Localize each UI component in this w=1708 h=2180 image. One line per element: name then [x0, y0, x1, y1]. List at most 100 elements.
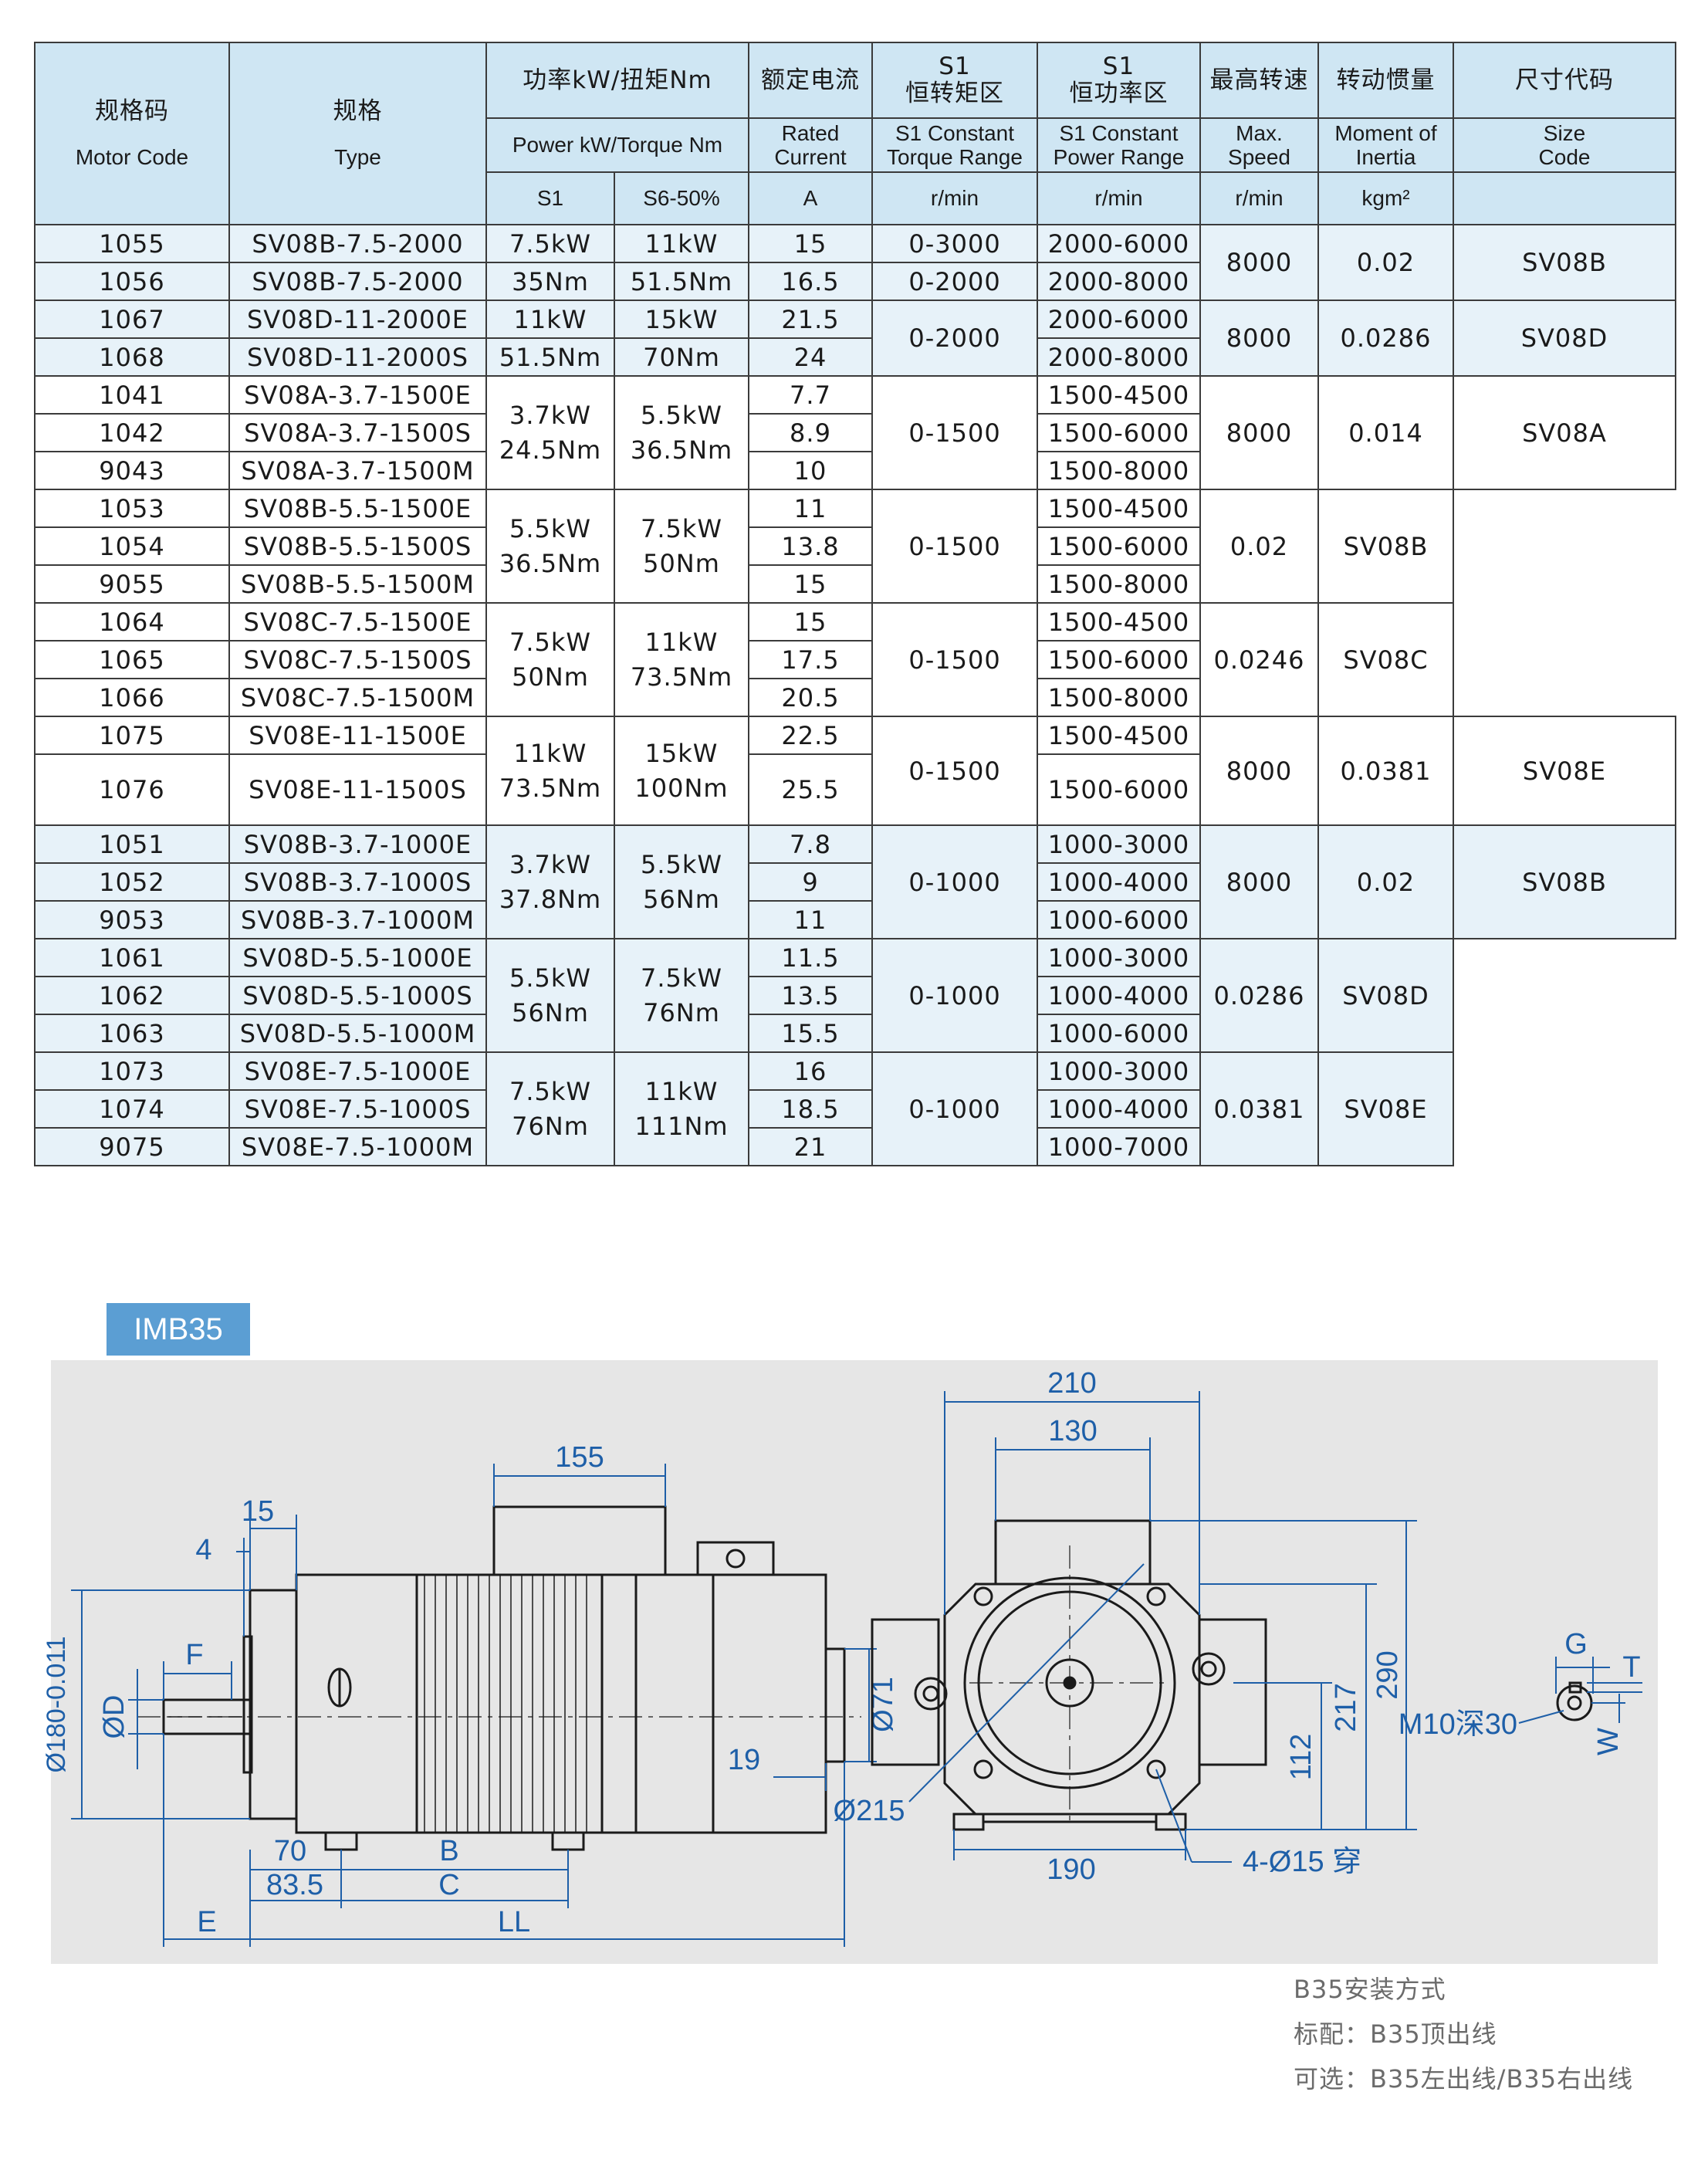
cell-s6: 7.5kW 76Nm: [614, 938, 749, 1053]
cell-current: 13.8: [748, 526, 873, 566]
cell-type: SV08D-5.5-1000M: [228, 1014, 487, 1053]
dim-mounting-holes: 4-Ø15 穿: [1243, 1846, 1361, 1878]
cell-s6-torque: 50Nm: [643, 548, 720, 578]
cell-type: SV08E-7.5-1000E: [228, 1051, 487, 1091]
cell-s1: 5.5kW 36.5Nm: [485, 489, 615, 604]
cell-code: 1061: [34, 938, 230, 977]
header-motor-code-zh: 规格码: [95, 96, 169, 125]
cell-s1: 11kW: [485, 300, 615, 339]
cell-power-range: 1000-4000: [1037, 862, 1201, 902]
spec-table: 规格码 Motor Code 规格 Type 功率kW/扭矩Nm 额定电流 S1…: [34, 42, 1676, 1166]
cell-type: SV08B-7.5-2000: [228, 224, 487, 263]
table-group: 1053 SV08B-5.5-1500E 5.5kW 36.5Nm 7.5kW …: [34, 489, 1676, 604]
table-row: 1042 SV08A-3.7-1500S 8.9 1500-6000: [34, 413, 1676, 452]
cell-s6-power: 7.5kW: [640, 963, 723, 993]
cell-type: SV08E-11-1500E: [228, 716, 487, 755]
cell-s6-power: 5.5kW: [640, 400, 723, 430]
cell-power-range: 1500-8000: [1037, 451, 1201, 490]
cell-s6: 11kW 111Nm: [614, 1051, 749, 1166]
mounting-type-tag: IMB35: [107, 1303, 250, 1356]
cell-inertia: 0.0286: [1199, 938, 1319, 1053]
cell-s6: 5.5kW 36.5Nm: [614, 375, 749, 490]
dim-t: T: [1622, 1651, 1640, 1684]
dim-shaft-diameter: ØD: [98, 1695, 130, 1739]
cell-power-range: 1500-4500: [1037, 489, 1201, 528]
table-group: 1075 SV08E-11-1500E 11kW 73.5Nm 15kW 100…: [34, 716, 1676, 826]
cell-power-range: 1000-3000: [1037, 1051, 1201, 1091]
header-type-en: Type: [334, 144, 381, 169]
cell-s6-torque: 100Nm: [634, 773, 729, 803]
table-row: 1063 SV08D-5.5-1000M 15.5 1000-6000: [34, 1014, 1676, 1053]
note-mount-method: B35安装方式: [1294, 1975, 1446, 2004]
shaft-end-dimensions: [1518, 1657, 1642, 1724]
cell-type: SV08C-7.5-1500S: [228, 640, 487, 679]
cell-size: SV08D: [1453, 300, 1676, 377]
cell-code: 1076: [34, 753, 230, 826]
dim-c: C: [438, 1869, 459, 1901]
header-power-s1: S1: [485, 171, 615, 225]
table-row: 1055 SV08B-7.5-2000 7.5kW 11kW 15 0-3000…: [34, 224, 1676, 301]
dim-15: 15: [242, 1495, 274, 1528]
header-power-range-en: S1 Constant Power Range: [1037, 117, 1201, 173]
cell-code: 1054: [34, 526, 230, 566]
cell-current: 24: [748, 337, 873, 377]
cell-speed: 8000: [1199, 224, 1319, 301]
cell-s6-power: 15kW: [644, 738, 719, 768]
table-row: 9055 SV08B-5.5-1500M 15 1500-8000: [34, 564, 1676, 604]
cell-s1: 11kW 73.5Nm: [485, 716, 615, 826]
header-power-range-zh: 恒功率区: [1069, 80, 1169, 107]
header-speed-zh: 最高转速: [1199, 42, 1319, 119]
cell-s1: 5.5kW 56Nm: [485, 938, 615, 1053]
cell-s6-torque: 36.5Nm: [630, 435, 733, 465]
cell-type: SV08B-7.5-2000: [228, 262, 487, 301]
dim-g: G: [1564, 1628, 1588, 1660]
cell-code: 9075: [34, 1127, 230, 1166]
cell-s6-power: 5.5kW: [640, 849, 723, 879]
header-power-range-en-line1: S1 Constant: [1059, 120, 1179, 145]
cell-current: 9: [748, 862, 873, 902]
cell-torque-range: 0-1000: [871, 824, 1038, 939]
cell-s1-power: 7.5kW: [509, 1076, 592, 1106]
cell-s1: 35Nm: [485, 262, 615, 301]
cell-size: SV08B: [1317, 489, 1454, 604]
cell-type: SV08B-3.7-1000M: [228, 900, 487, 939]
header-size-unit: [1453, 171, 1676, 225]
table-row: 1052 SV08B-3.7-1000S 9 1000-4000: [34, 862, 1676, 902]
cell-size: SV08E: [1317, 1051, 1454, 1166]
header-current-en-line1: Rated: [781, 120, 840, 145]
header-current-unit: A: [748, 171, 873, 225]
dim-217: 217: [1330, 1683, 1362, 1731]
cell-type: SV08C-7.5-1500M: [228, 678, 487, 717]
table-group: 1064 SV08C-7.5-1500E 7.5kW 50Nm 11kW 73.…: [34, 602, 1676, 717]
dim-70: 70: [274, 1835, 306, 1867]
motor-side-view: [137, 1505, 861, 1851]
cell-current: 10: [748, 451, 873, 490]
drawing-background: [51, 1360, 1658, 1964]
cell-s1: 7.5kW 50Nm: [485, 602, 615, 717]
header-inertia-en: Moment of Inertia: [1317, 117, 1454, 173]
cable-gland: [696, 1541, 775, 1576]
table-header: 规格码 Motor Code 规格 Type 功率kW/扭矩Nm 额定电流 S1…: [34, 42, 1676, 225]
cell-inertia: 0.0381: [1199, 1051, 1319, 1166]
cooling-fins: [424, 1575, 587, 1833]
header-current-en-line2: Current: [774, 145, 847, 169]
dim-f: F: [185, 1639, 203, 1671]
cell-s6: 11kW: [614, 224, 749, 263]
header-power-en: Power kW/Torque Nm: [485, 117, 749, 173]
cell-s6: 51.5Nm: [614, 262, 749, 301]
table-group: 1041 SV08A-3.7-1500E 3.7kW 24.5Nm 5.5kW …: [34, 375, 1676, 490]
cell-type: SV08C-7.5-1500E: [228, 602, 487, 641]
cell-type: SV08B-5.5-1500E: [228, 489, 487, 528]
dim-4: 4: [195, 1534, 211, 1566]
table-row: 1074 SV08E-7.5-1000S 18.5 1000-4000: [34, 1089, 1676, 1129]
header-size-en-line2: Code: [1538, 145, 1591, 169]
table-row: 9043 SV08A-3.7-1500M 10 1500-8000: [34, 451, 1676, 490]
table-group: 1073 SV08E-7.5-1000E 7.5kW 76Nm 11kW 111…: [34, 1051, 1676, 1166]
cell-type: SV08E-7.5-1000S: [228, 1089, 487, 1129]
cell-power-range: 1500-4500: [1037, 602, 1201, 641]
cell-inertia: 0.02: [1317, 824, 1454, 939]
cell-size: SV08D: [1317, 938, 1454, 1053]
cell-s1: 3.7kW 37.8Nm: [485, 824, 615, 939]
cell-torque-range: 0-2000: [871, 300, 1038, 377]
cell-current: 16: [748, 1051, 873, 1091]
